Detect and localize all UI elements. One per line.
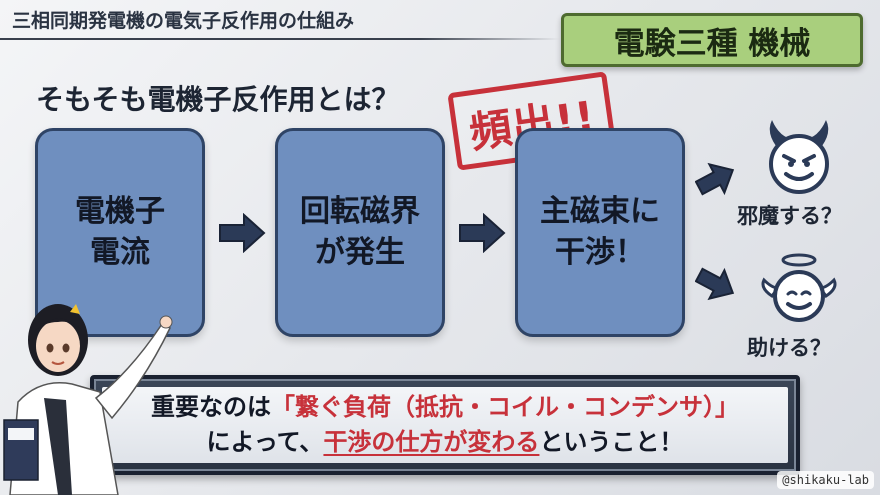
summary-line-2: によって、干渉の仕方が変わるということ！ (207, 425, 684, 460)
summary-banner-inner: 重要なのは「繋ぐ負荷（抵抗・コイル・コンデンサ）」 によって、干渉の仕方が変わる… (102, 387, 788, 463)
page-title: 三相同期発電機の電気子反作用の仕組み (12, 10, 355, 32)
flow-box-text: 電機子 (75, 194, 165, 229)
title-underline (0, 38, 560, 40)
right-arrow-icon (459, 213, 506, 253)
flow-box-text: が発生 (315, 234, 405, 270)
summary-line-1: 重要なのは「繋ぐ負荷（抵抗・コイル・コンデンサ）」 (151, 390, 739, 425)
flow-box-rotating-field: 回転磁界 が発生 (275, 128, 445, 337)
flow-box-text: 干渉！ (555, 234, 645, 270)
devil-face-icon (769, 120, 829, 194)
subject-badge: 電験三種 機械 (561, 13, 863, 67)
up-right-arrow-icon (695, 162, 735, 196)
question-heading: そもそも電機子反作用とは？ (36, 83, 400, 116)
devil-label: 邪魔する？ (737, 204, 842, 228)
summary-text: 重要なのは (151, 393, 271, 422)
down-right-arrow-icon (695, 267, 735, 301)
summary-banner: 重要なのは「繋ぐ負荷（抵抗・コイル・コンデンサ）」 によって、干渉の仕方が変わる… (90, 375, 800, 475)
flow-box-armature-current: 電機子 電流 (35, 128, 205, 337)
summary-text: によって、 (206, 428, 324, 456)
flow-box-text: 電流 (90, 234, 150, 270)
summary-text: ということ！ (539, 428, 684, 456)
flow-box-text: 回転磁界 (300, 194, 420, 229)
summary-highlight: 干渉の仕方が変わる (323, 428, 540, 456)
credit-label: @shikaku-lab (777, 471, 874, 489)
right-arrow-icon (219, 213, 266, 253)
teacher-character-illustration (3, 304, 173, 495)
angel-face-icon (761, 253, 837, 322)
flow-box-main-flux: 主磁束に 干渉！ (515, 128, 685, 337)
flow-box-text: 主磁束に (540, 194, 660, 229)
summary-highlight: 「繋ぐ負荷（抵抗・コイル・コンデンサ）」 (271, 393, 739, 422)
angel-label: 助ける？ (747, 336, 831, 360)
